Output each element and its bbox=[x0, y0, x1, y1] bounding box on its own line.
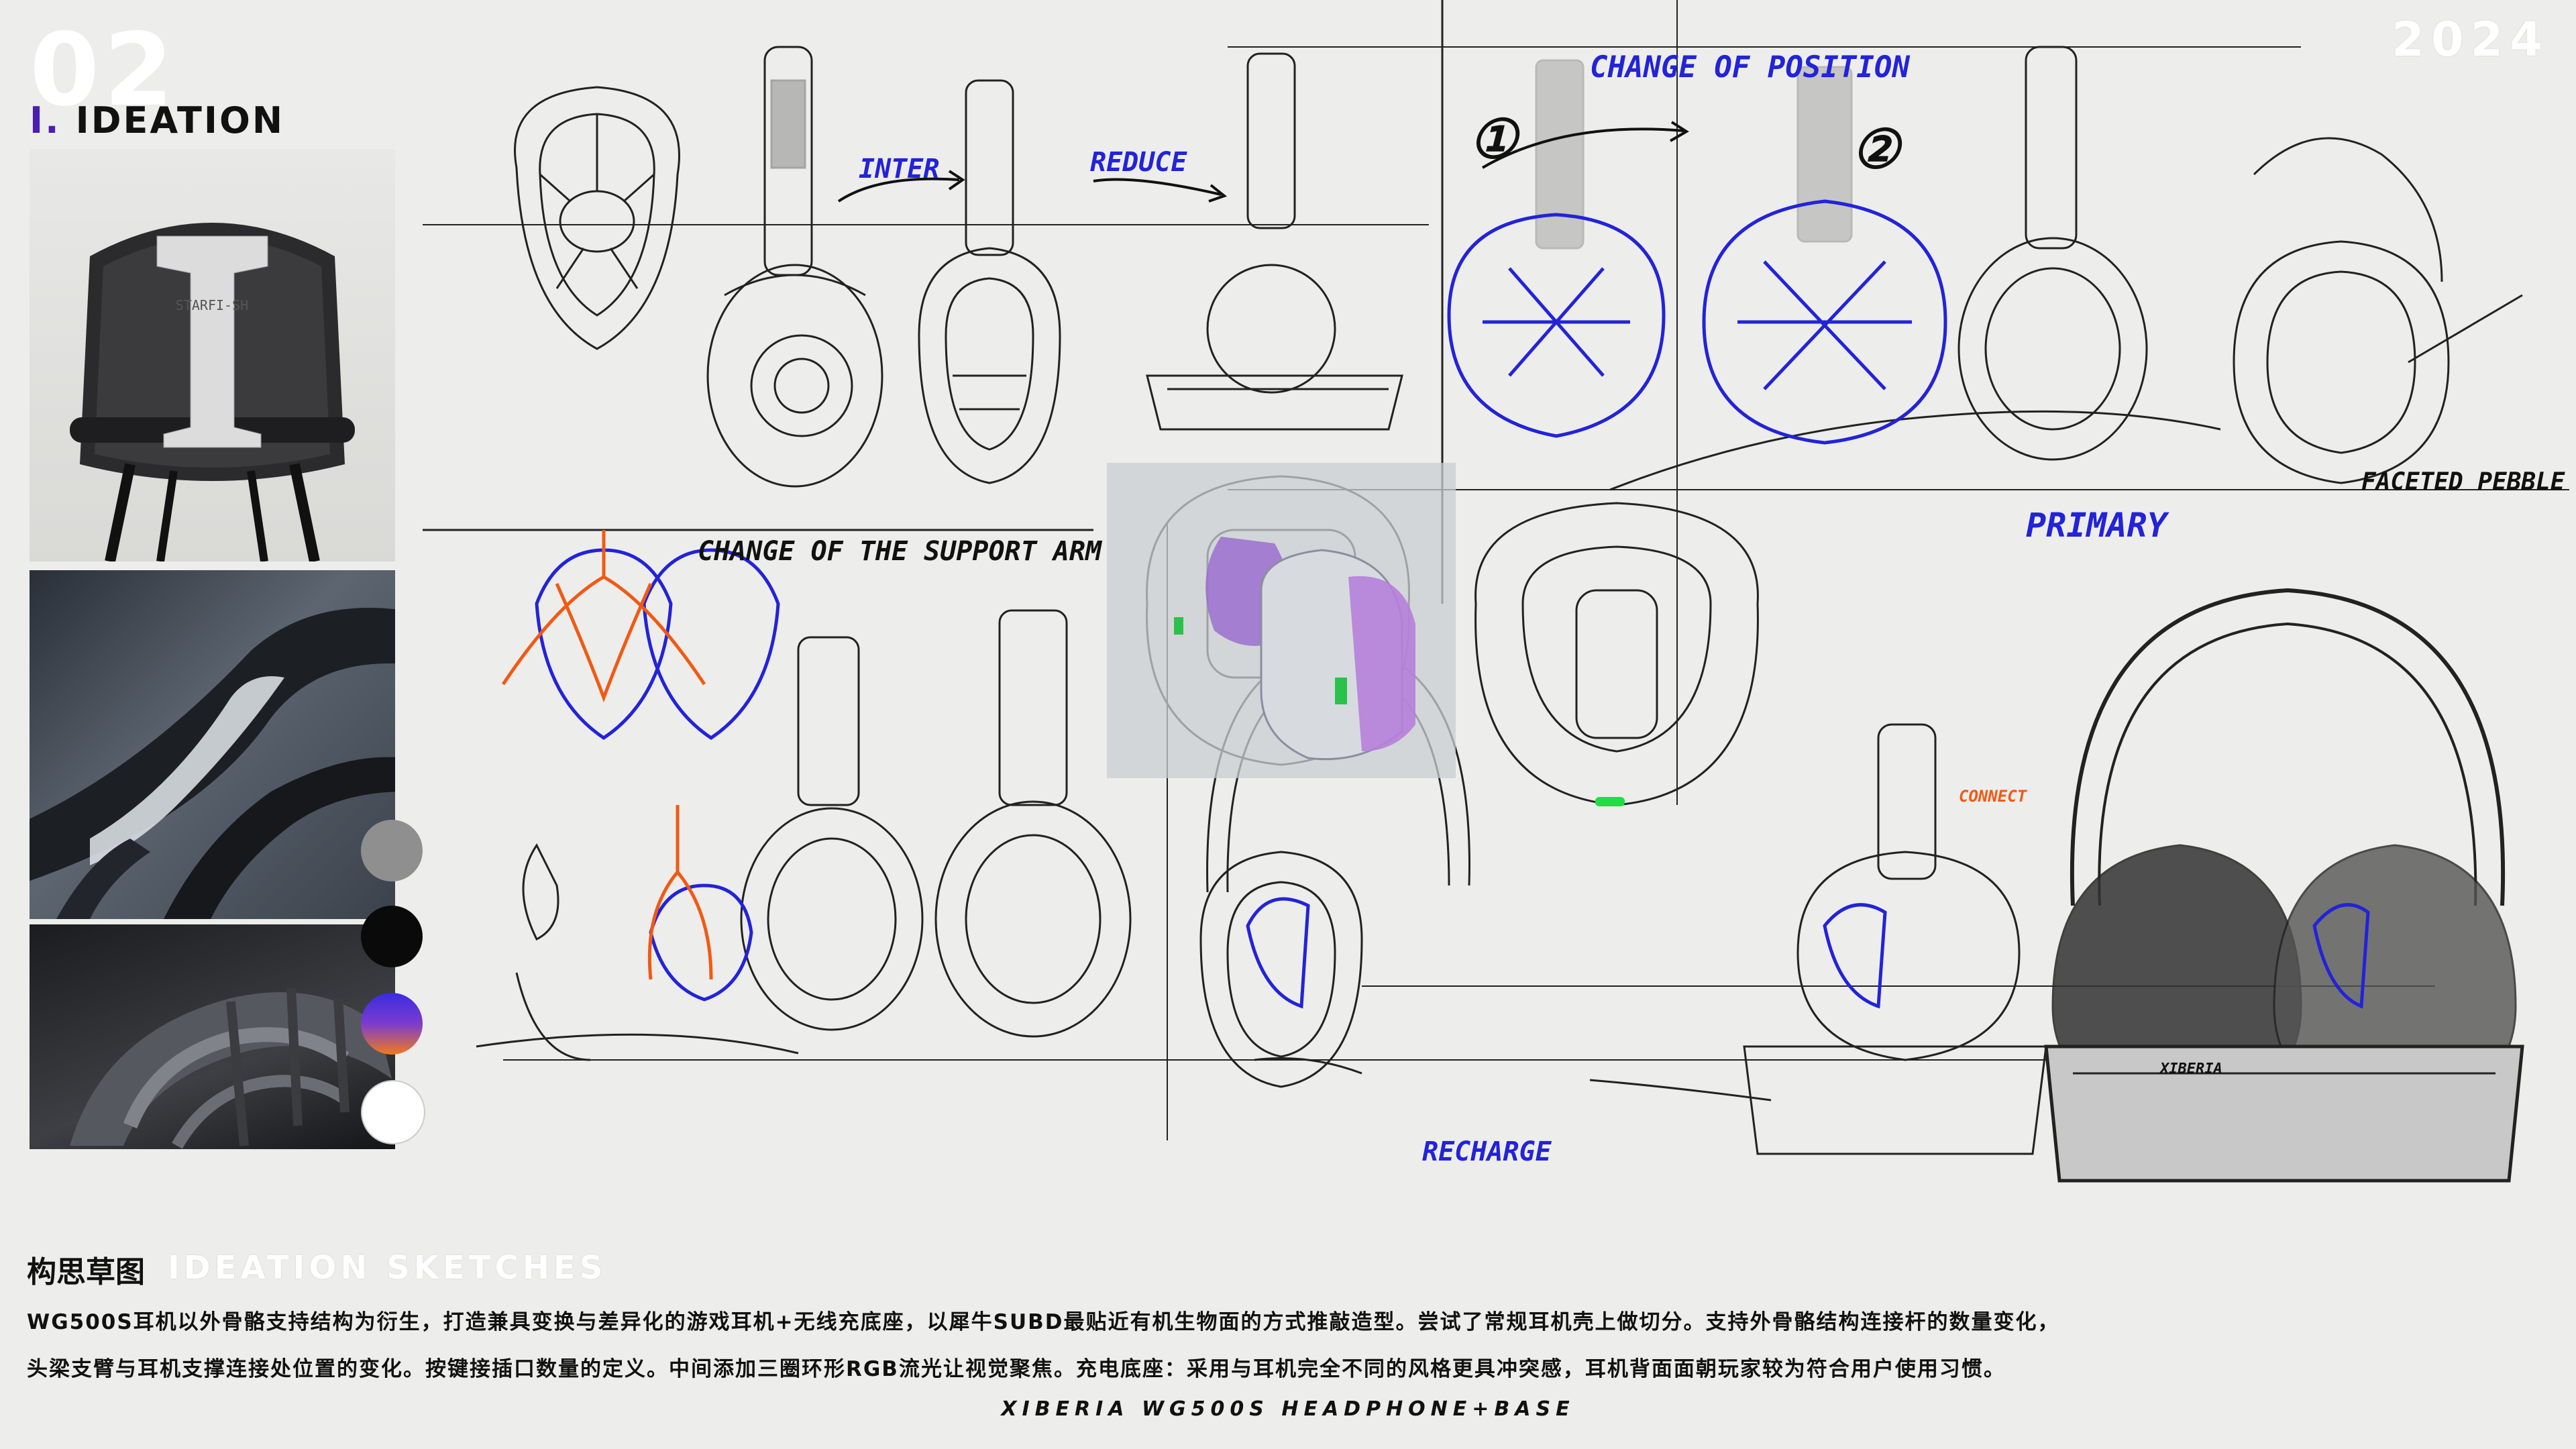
annotation-primary: PRIMARY bbox=[2026, 506, 2170, 545]
year-label: 2024 bbox=[2392, 12, 2549, 67]
section-number: 02 bbox=[30, 12, 178, 129]
section-roman: I. bbox=[30, 99, 61, 142]
annotation-change-support-arm: CHANGE OF THE SUPPORT ARM bbox=[698, 536, 1103, 567]
annotation-connect: CONNECT bbox=[1959, 787, 2028, 806]
caption-title-cn: 构思草图 bbox=[27, 1255, 145, 1289]
chair-brand-text: STARFI-SH bbox=[176, 297, 248, 313]
ideation-sketches: INTER REDUCE ① ② CHANGE OF POSITION CHAN… bbox=[423, 0, 2569, 1183]
caption-title-en: IDEATION SKETCHES bbox=[168, 1249, 607, 1287]
annotation-num-1: ① bbox=[1469, 108, 1521, 170]
description-line-2: 头梁支臂与耳机支撑连接处位置的变化。按键接插口数量的定义。中间添加三圈环形RGB… bbox=[27, 1357, 2006, 1381]
base-brand-text: XIBERIA bbox=[2159, 1061, 2222, 1077]
swatch-black bbox=[361, 906, 423, 967]
swatch-white bbox=[361, 1080, 425, 1144]
section-title-text: IDEATION bbox=[75, 99, 285, 142]
annotation-change-position: CHANGE OF POSITION bbox=[1590, 50, 1910, 85]
footer-product-name: XIBERIA WG500S HEADPHONE+BASE bbox=[1001, 1397, 1575, 1421]
chair-photo: STARFI-SH bbox=[30, 149, 395, 561]
exoskeleton-model-photo bbox=[30, 924, 395, 1149]
description-line-1: WG500S耳机以外骨骼支持结构为衍生，打造兼具变换与差异化的游戏耳机+无线充底… bbox=[27, 1310, 2060, 1334]
section-title: I. IDEATION bbox=[30, 99, 284, 142]
annotation-inter: INTER bbox=[859, 154, 939, 184]
organic-structure-photo bbox=[30, 570, 395, 919]
swatch-gradient bbox=[361, 993, 423, 1055]
annotation-reduce: REDUCE bbox=[1090, 147, 1187, 178]
annotation-faceted-pebble: FACETED PEBBLE bbox=[2361, 468, 2565, 496]
swatch-grey bbox=[361, 820, 423, 881]
annotation-recharge: RECHARGE bbox=[1422, 1136, 1552, 1167]
annotation-num-2: ② bbox=[1851, 118, 1903, 180]
